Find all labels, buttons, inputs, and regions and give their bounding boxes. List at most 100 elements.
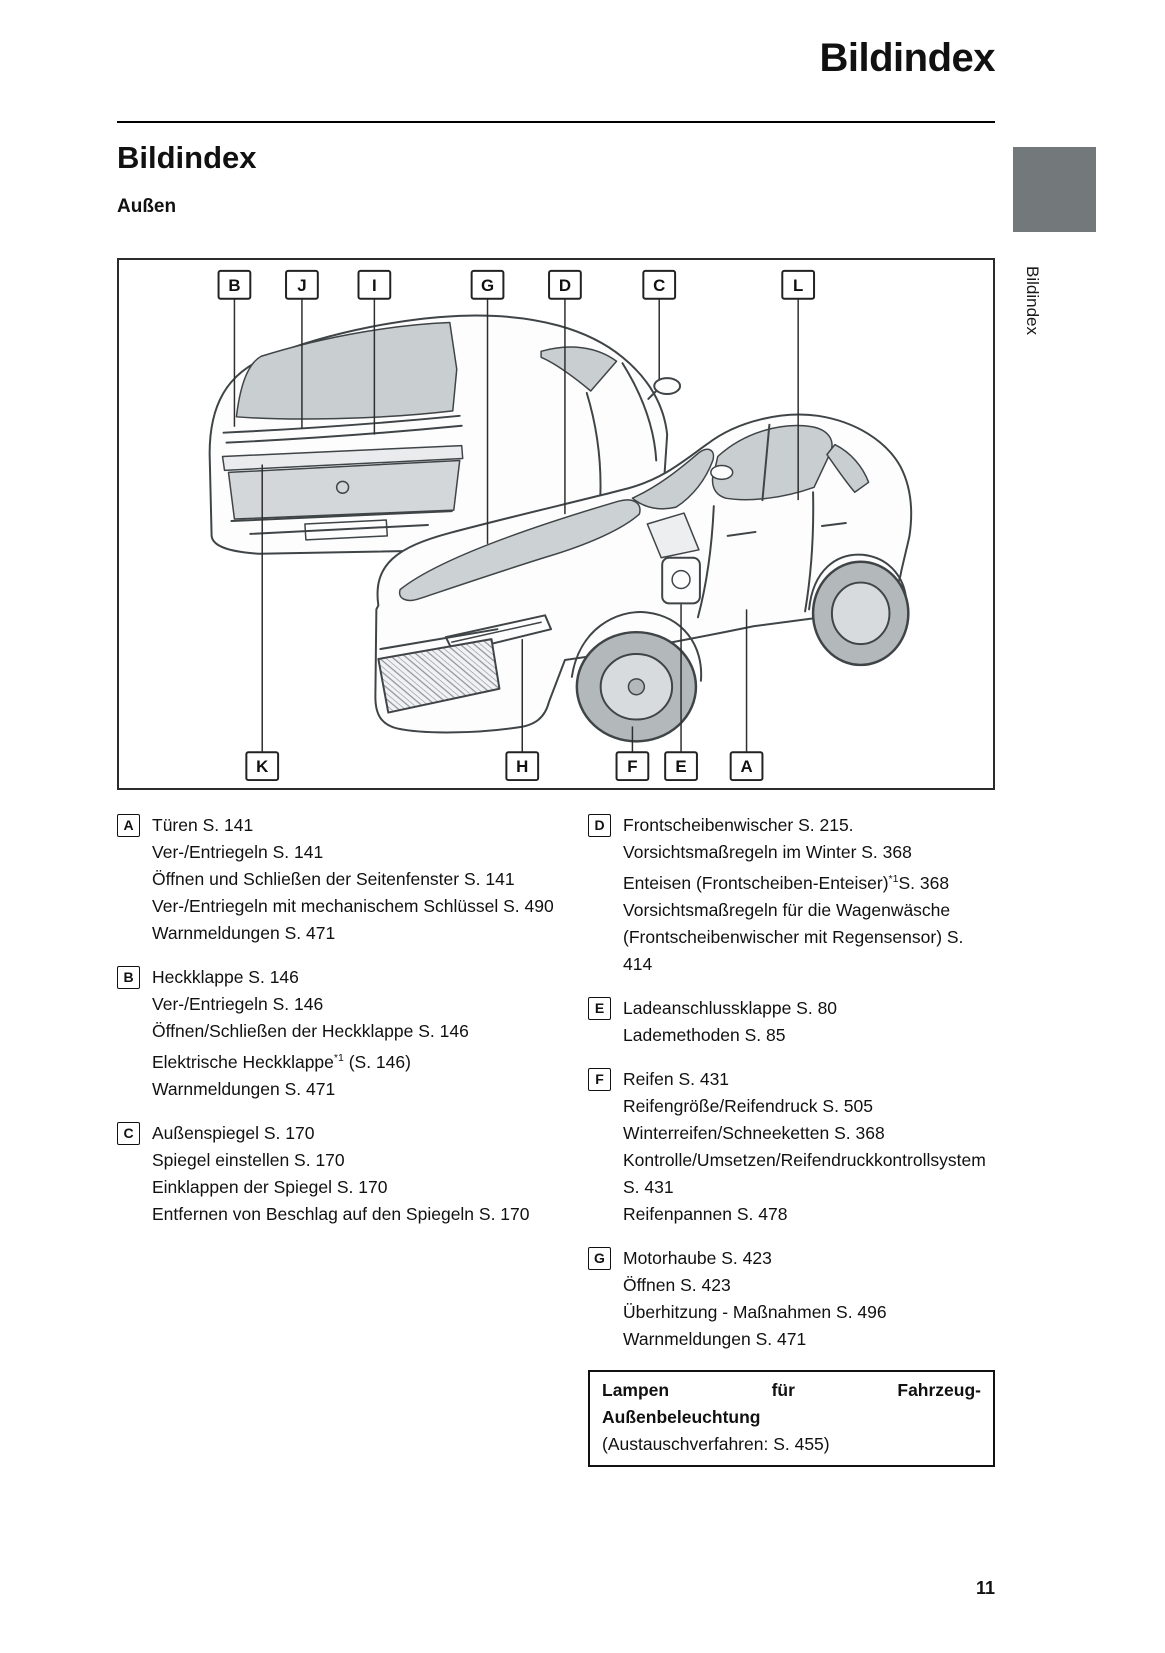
entry-item: Lademethoden S. 85 (623, 1024, 786, 1045)
entry-item: Winterreifen/Schneeketten S. 368 (623, 1122, 885, 1143)
entry-item: Ver-/Entriegeln mit mechanischem Schlüss… (152, 896, 554, 916)
index-entry-E: E Ladeanschlussklappe S. 80 Lademethoden… (588, 995, 995, 1049)
index-entry-G: G Motorhaube S. 423 Öffnen S. 423 Überhi… (588, 1245, 995, 1353)
svg-text:E: E (675, 757, 686, 776)
front-wheel-arch (570, 611, 703, 682)
figure-callout-A: A (729, 751, 764, 782)
page-header-title: Bildindex (819, 36, 995, 80)
index-entry-B: B Heckklappe S. 146 Ver-/Entriegeln S. 1… (117, 964, 565, 1103)
lamps-note-box: Lampen für Fahrzeug- Außenbeleuchtung (A… (588, 1369, 995, 1467)
entry-title: Heckklappe S. 146 (152, 967, 299, 987)
entry-title: Reifen S. 431 (623, 1068, 730, 1089)
figure-callout-J: J (285, 269, 319, 300)
callout-letter-B: B (117, 966, 140, 989)
bumper-crease (379, 628, 499, 651)
entry-item: Vorsichtsmaßregeln für die Wagenwäsche (… (623, 899, 964, 974)
svg-text:H: H (516, 757, 528, 776)
entry-title: Ladeanschlussklappe S. 80 (623, 997, 838, 1018)
rear-mirror-stem (647, 390, 658, 400)
entry-title: Frontscheibenwischer S. 215. (623, 815, 854, 835)
entry-item: Öffnen S. 423 (623, 1274, 731, 1295)
section-title: Bildindex (117, 140, 257, 175)
entry-item: Einklappen der Spiegel S. 170 (152, 1176, 388, 1197)
license-plate-recess (304, 519, 389, 541)
entry-item: Überhitzung - Maßnahmen S. 496 (623, 1301, 887, 1322)
index-column-left: A Türen S. 141 Ver-/Entriegeln S. 141 Öf… (117, 812, 565, 1245)
svg-text:F: F (627, 757, 637, 776)
brand-emblem (335, 480, 350, 494)
entry-title: Außenspiegel S. 170 (152, 1122, 315, 1143)
entry-item: Reifenpannen S. 478 (623, 1203, 788, 1224)
rear-window-glass (235, 321, 458, 420)
lamps-note-line1: Lampen für Fahrzeug- (602, 1379, 981, 1400)
callout-leader-lines (233, 298, 799, 753)
tailgate-panel (227, 459, 461, 520)
figure-callout-K: K (245, 751, 280, 782)
rear-quarter-window (826, 443, 870, 493)
entry-item: Ver-/Entriegeln S. 146 (152, 994, 324, 1014)
exterior-diagram-svg: B J I G D (208, 269, 913, 782)
front-wheel-hub (627, 678, 646, 696)
callout-letter-A: A (117, 814, 140, 837)
exterior-diagram: B J I G D (117, 258, 995, 790)
tail-light-band (221, 444, 464, 472)
svg-text:I: I (372, 276, 377, 295)
callout-letter-D: D (588, 814, 611, 837)
rear-spoiler-lines (222, 414, 463, 444)
rear-bumper-lines (230, 510, 453, 535)
index-entry-A: A Türen S. 141 Ver-/Entriegeln S. 141 Öf… (117, 812, 565, 947)
callout-letter-C: C (117, 1121, 140, 1145)
entry-title: Motorhaube S. 423 (623, 1247, 772, 1268)
figure-callout-I: I (357, 269, 392, 300)
figure-callout-F: F (615, 751, 650, 782)
rear-car-illustration (208, 314, 682, 555)
charge-flap-open (646, 512, 700, 559)
entry-item: Warnmeldungen S. 471 (152, 1078, 336, 1099)
entry-item: Öffnen/Schließen der Heckklappe S. 146 (152, 1021, 469, 1041)
figure-callout-C: C (642, 269, 677, 300)
index-column-right: D Frontscheibenwischer S. 215. Vorsichts… (588, 812, 995, 1467)
hood-panel (398, 499, 641, 602)
callout-boxes: B J I G D (217, 269, 816, 782)
headlight-inner-line (451, 621, 542, 643)
svg-text:J: J (297, 276, 306, 295)
figure-callout-H: H (505, 751, 540, 782)
figure-callout-E: E (664, 751, 698, 782)
front-car-mirror (710, 464, 734, 481)
door-handles (726, 522, 847, 537)
figure-callout-L: L (781, 269, 816, 300)
front-car-illustration (374, 413, 913, 743)
figure-callout-G: G (470, 269, 505, 300)
callout-letter-E: E (588, 996, 611, 1020)
entry-title: Türen S. 141 (152, 815, 254, 835)
figure-callout-B: B (217, 269, 252, 300)
charge-port (661, 556, 701, 605)
rear-wheel-rim (830, 581, 891, 646)
svg-text:G: G (481, 276, 494, 295)
callout-letter-F: F (588, 1067, 611, 1091)
callout-letter-G: G (588, 1246, 611, 1270)
entry-item: Elektrische Heckklappe*1 (S. 146) (152, 1051, 411, 1072)
header-rule (117, 121, 995, 123)
index-entry-F: F Reifen S. 431 Reifengröße/Reifendruck … (588, 1066, 995, 1228)
entry-item: Öffnen und Schließen der Seitenfenster S… (152, 869, 515, 889)
svg-text:A: A (740, 757, 752, 776)
rear-wheel-arch (808, 553, 908, 611)
chapter-tab-label: Bildindex (1023, 266, 1042, 335)
entry-item: Entfernen von Beschlag auf den Spiegeln … (152, 1203, 530, 1224)
subsection-title: Außen (117, 196, 177, 217)
b-pillar-line (761, 423, 771, 502)
entry-item: Vorsichtsmaßregeln im Winter S. 368 (623, 842, 912, 862)
chapter-tab (1013, 147, 1096, 232)
svg-text:K: K (256, 757, 269, 776)
svg-text:L: L (793, 276, 803, 295)
side-window-glass (711, 424, 833, 501)
page-number: 11 (975, 1578, 995, 1598)
index-entry-C: C Außenspiegel S. 170 Spiegel einstellen… (117, 1120, 565, 1228)
entry-item: Ver-/Entriegeln S. 141 (152, 842, 324, 862)
figure-callout-D: D (548, 269, 582, 300)
svg-text:B: B (228, 276, 240, 295)
lamps-note-line3: (Austauschverfahren: S. 455) (602, 1433, 830, 1454)
entry-item: Kontrolle/Umsetzen/Reifendruckkontrollsy… (623, 1149, 986, 1197)
